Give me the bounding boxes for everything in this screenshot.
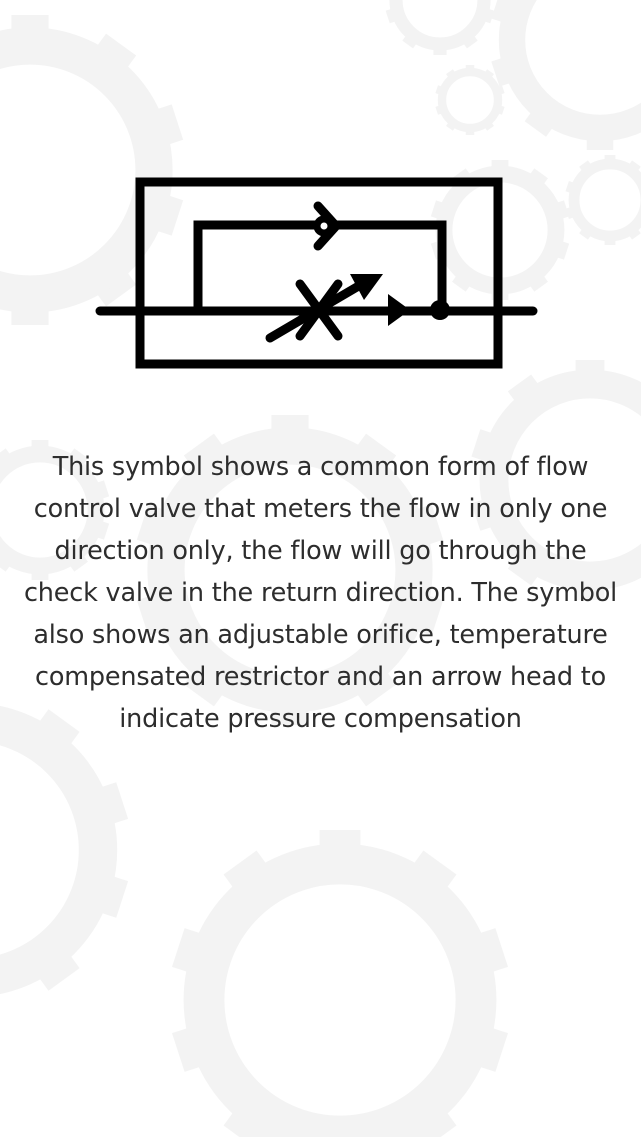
symbol-description: This symbol shows a common form of flow …	[23, 452, 617, 734]
gear-icon	[172, 830, 508, 1137]
flow-control-valve-symbol	[95, 177, 538, 369]
